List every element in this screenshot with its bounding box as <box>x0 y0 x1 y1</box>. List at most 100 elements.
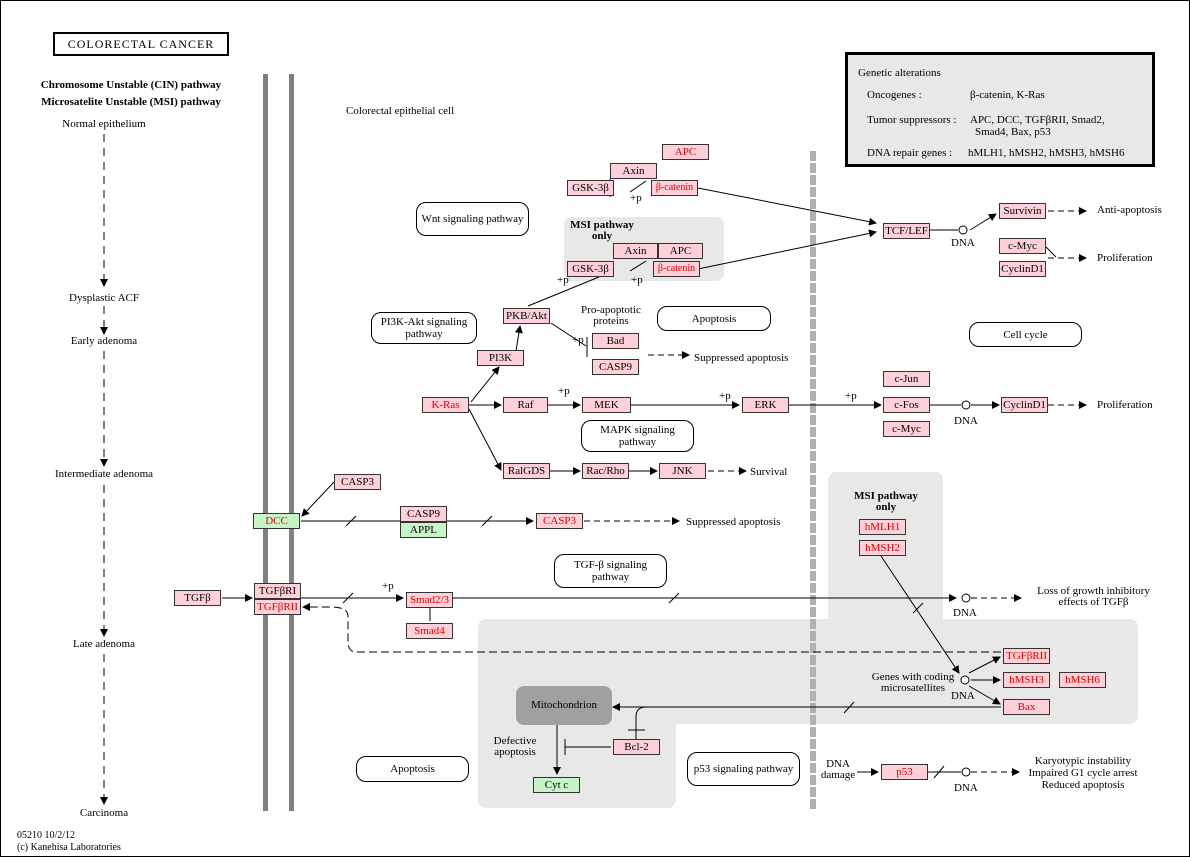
gene-beta-catenin-msi[interactable]: β-catenin <box>653 261 700 277</box>
gene-beta-catenin[interactable]: β-catenin <box>651 180 698 196</box>
gene-bax[interactable]: Bax <box>1003 699 1050 715</box>
tgfb-pathway-link[interactable]: TGF-β signaling pathway <box>554 554 667 588</box>
gene-c-fos[interactable]: c-Fos <box>883 397 930 413</box>
gene-hmlh1[interactable]: hMLH1 <box>859 519 906 535</box>
membrane-line-2 <box>289 74 294 811</box>
gene-bcl2[interactable]: Bcl-2 <box>613 739 660 755</box>
apoptosis-pathway-link[interactable]: Apoptosis <box>657 306 771 331</box>
phospho-label-1: +p <box>630 192 642 204</box>
proliferation-label-2: Proliferation <box>1097 399 1153 411</box>
apoptosis-region <box>478 701 676 808</box>
apoptosis-pathway-link-2[interactable]: Apoptosis <box>356 756 469 782</box>
gene-c-jun[interactable]: c-Jun <box>883 371 930 387</box>
phospho-label-7: +p <box>845 390 857 402</box>
p53-pathway-link[interactable]: p53 signaling pathway <box>687 752 800 786</box>
gene-cyt-c[interactable]: Cyt c <box>533 777 580 793</box>
legend-title: Genetic alterations <box>858 67 941 79</box>
pro-apoptotic-text: Pro-apoptotic proteins <box>581 304 641 327</box>
gene-raf[interactable]: Raf <box>503 397 548 413</box>
gene-casp9[interactable]: CASP9 <box>592 359 639 375</box>
stage-dysplastic-acf[interactable]: Dysplastic ACF <box>69 292 139 304</box>
gene-cyclind1-1[interactable]: CyclinD1 <box>999 261 1046 277</box>
legend-suppressors-value-2: Smad4, Bax, p53 <box>975 126 1051 138</box>
gene-c-myc-2[interactable]: c-Myc <box>883 421 930 437</box>
pi3k-akt-pathway-link[interactable]: PI3K-Akt signaling pathway <box>371 312 477 344</box>
stage-early-adenoma[interactable]: Early adenoma <box>70 335 138 347</box>
gene-gsk3b[interactable]: GSK-3β <box>567 180 614 196</box>
defective-apoptosis-label: Defective apoptosis <box>493 735 537 758</box>
wnt-pathway-link[interactable]: Wnt signaling pathway <box>416 202 529 236</box>
legend-repair-label: DNA repair genes : <box>867 147 953 159</box>
msi-only-label-top: MSI pathway only <box>570 219 634 242</box>
gene-tgfbr2[interactable]: TGFβRII <box>254 599 301 615</box>
cell-cycle-pathway-link[interactable]: Cell cycle <box>969 322 1082 347</box>
reduced-apoptosis-label: Reduced apoptosis <box>1041 779 1125 791</box>
gene-apc[interactable]: APC <box>662 144 709 160</box>
phospho-label-6: +p <box>719 390 731 402</box>
gene-k-ras[interactable]: K-Ras <box>422 397 469 413</box>
gene-hmsh6[interactable]: hMSH6 <box>1059 672 1106 688</box>
msi-pathway-label: Microsatelite Unstable (MSI) pathway <box>41 96 221 108</box>
loss-growth-label: Loss of growth inhibitory effects of TGF… <box>1037 585 1150 608</box>
gene-smad4[interactable]: Smad4 <box>406 623 453 639</box>
dna-label-3: DNA <box>953 607 977 619</box>
page-title: COLORECTAL CANCER <box>53 32 229 56</box>
legend-oncogenes-value: β-catenin, K-Ras <box>970 89 1045 101</box>
gene-dcc[interactable]: DCC <box>253 513 300 529</box>
legend-repair-value: hMLH1, hMSH2, hMSH3, hMSH6 <box>968 147 1125 159</box>
gene-tgfbr2-msi[interactable]: TGFβRII <box>1003 648 1050 664</box>
mapk-pathway-link[interactable]: MAPK signaling pathway <box>581 420 694 452</box>
stage-intermediate-adenoma[interactable]: Intermediate adenoma <box>54 468 154 480</box>
survival-label: Survival <box>750 466 788 478</box>
gene-bad[interactable]: Bad <box>592 333 639 349</box>
gene-p53[interactable]: p53 <box>881 764 928 780</box>
gene-smad2-3[interactable]: Smad2/3 <box>406 592 453 608</box>
dna-label-1: DNA <box>951 237 975 249</box>
gene-gsk3b-msi[interactable]: GSK-3β <box>567 261 614 277</box>
legend-suppressors-label: Tumor suppressors : <box>867 114 957 126</box>
gene-axin[interactable]: Axin <box>610 163 657 179</box>
legend-oncogenes-label: Oncogenes : <box>867 89 922 101</box>
gene-casp9-2[interactable]: CASP9 <box>400 506 447 522</box>
suppressed-apoptosis-label-1: Suppressed apoptosis <box>694 352 789 364</box>
mitochondrion[interactable]: Mitochondrion <box>516 686 612 725</box>
gene-rac-rho[interactable]: Rac/Rho <box>582 463 629 479</box>
dna-damage-label: DNA damage <box>820 758 856 781</box>
stage-normal-epithelium[interactable]: Normal epithelium <box>62 118 146 130</box>
gene-survivin[interactable]: Survivin <box>999 203 1046 219</box>
gene-apc-msi[interactable]: APC <box>658 243 703 259</box>
gene-jnk[interactable]: JNK <box>659 463 706 479</box>
phospho-label-5: +p <box>558 385 570 397</box>
gene-erk[interactable]: ERK <box>742 397 789 413</box>
gene-tcf-lef[interactable]: TCF/LEF <box>883 223 930 239</box>
dna-label-4: DNA <box>951 690 975 702</box>
gene-tgfbr1[interactable]: TGFβRI <box>254 583 301 599</box>
genes-coding-label: Genes with coding microsatellites <box>871 671 955 694</box>
gene-c-myc-1[interactable]: c-Myc <box>999 238 1046 254</box>
gene-casp3-2[interactable]: CASP3 <box>536 513 583 529</box>
anti-apoptosis-label: Anti-apoptosis <box>1097 204 1162 216</box>
phospho-label-4: +p <box>572 334 584 346</box>
gene-cyclind1-2[interactable]: CyclinD1 <box>1001 397 1048 413</box>
gene-pkb-akt[interactable]: PKB/Akt <box>503 308 550 324</box>
gene-pi3k[interactable]: PI3K <box>477 350 524 366</box>
karyotypic-label: Karyotypic instability <box>1034 755 1132 767</box>
stage-carcinoma[interactable]: Carcinoma <box>79 807 129 819</box>
gene-axin-msi[interactable]: Axin <box>613 243 658 259</box>
g1-arrest-label: Impaired G1 cycle arrest <box>1028 767 1138 779</box>
stage-late-adenoma[interactable]: Late adenoma <box>73 638 135 650</box>
cin-pathway-label: Chromosome Unstable (CIN) pathway <box>40 79 222 91</box>
gene-ralgds[interactable]: RalGDS <box>503 463 550 479</box>
gene-mek[interactable]: MEK <box>582 397 631 413</box>
suppressed-apoptosis-label-2: Suppressed apoptosis <box>686 516 781 528</box>
gene-tgfb[interactable]: TGFβ <box>174 590 221 606</box>
gene-casp3-1[interactable]: CASP3 <box>334 474 381 490</box>
gene-appl[interactable]: APPL <box>400 522 447 538</box>
proliferation-label-1: Proliferation <box>1097 252 1153 264</box>
msi-region-bottom <box>478 619 1138 724</box>
phospho-label-3: +p <box>557 274 569 286</box>
gene-hmsh3[interactable]: hMSH3 <box>1003 672 1050 688</box>
gene-hmsh2[interactable]: hMSH2 <box>859 540 906 556</box>
legend-suppressors-value-1: APC, DCC, TGFβRII, Smad2, <box>970 114 1105 126</box>
